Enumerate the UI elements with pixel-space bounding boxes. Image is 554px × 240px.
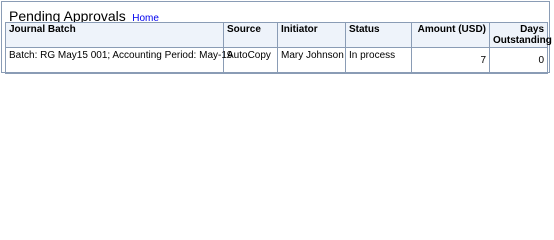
cell-amount: 7: [411, 47, 490, 74]
column-header-journal-batch[interactable]: Journal Batch: [5, 22, 224, 48]
home-link[interactable]: Home: [132, 13, 159, 24]
cell-status: In process: [345, 47, 412, 74]
cell-days-outstanding: 0: [489, 47, 548, 74]
cell-source: AutoCopy: [223, 47, 278, 74]
column-header-status[interactable]: Status: [345, 22, 412, 48]
column-header-days-outstanding[interactable]: Days Outstanding: [489, 22, 552, 48]
panel-title: Pending Approvals: [9, 8, 126, 24]
panel-header: Pending Approvals Home: [9, 8, 159, 26]
cell-initiator: Mary Johnson: [277, 47, 346, 74]
table-header-row: Journal Batch Source Initiator Status Am…: [5, 22, 552, 48]
approvals-table: Journal Batch Source Initiator Status Am…: [5, 22, 552, 74]
column-header-initiator[interactable]: Initiator: [277, 22, 346, 48]
cell-journal-batch: Batch: RG May15 001; Accounting Period: …: [5, 47, 232, 74]
column-header-source[interactable]: Source: [223, 22, 278, 48]
column-header-amount[interactable]: Amount (USD): [411, 22, 490, 48]
table-row[interactable]: Batch: RG May15 001; Accounting Period: …: [5, 47, 548, 74]
